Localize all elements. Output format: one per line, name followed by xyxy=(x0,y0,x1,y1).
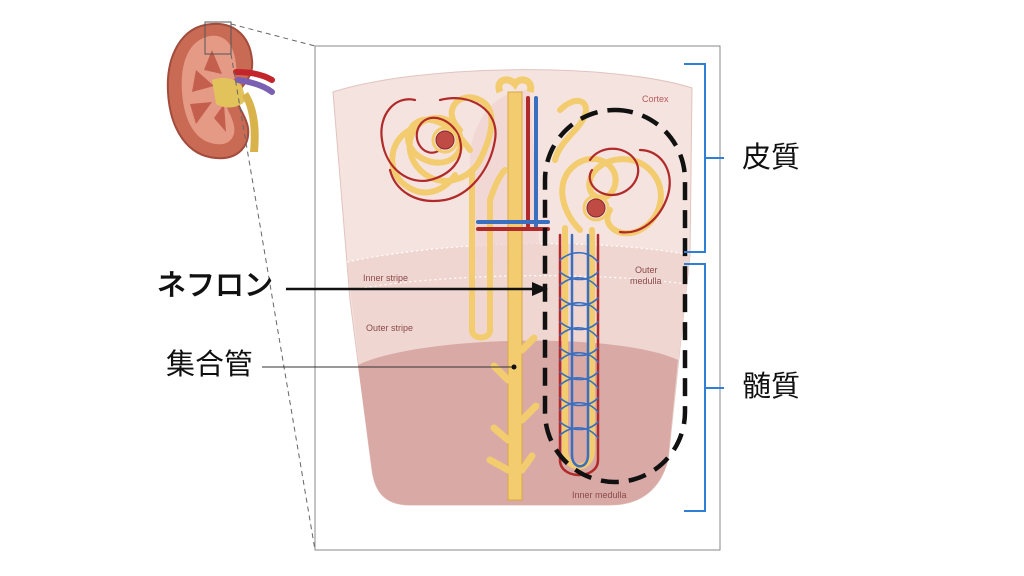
cortex-jp-label: 皮質 xyxy=(742,140,801,174)
cortex-bracket xyxy=(684,63,724,253)
collecting-duct-label: 集合管 xyxy=(166,347,254,381)
inner-medulla-label: Inner medulla xyxy=(572,490,627,500)
left-nephron xyxy=(380,94,508,341)
zoom-line-top xyxy=(230,23,316,47)
collecting-duct xyxy=(486,76,540,501)
vasa-recta-center xyxy=(476,96,550,231)
collecting-duct-leader xyxy=(262,364,517,370)
medulla-jp-label: 髄質 xyxy=(742,369,801,403)
outer-medulla-label-line1: Outer xyxy=(635,265,658,275)
nephron-arrow xyxy=(286,282,548,296)
inner-stripe-label: Inner stripe xyxy=(363,273,408,283)
nephron-highlight-outline xyxy=(542,107,688,485)
zoom-line-bottom xyxy=(230,53,316,551)
nephron-label: ネフロン xyxy=(157,268,274,302)
kidney-thumbnail xyxy=(166,21,275,160)
cortex-zone-label: Cortex xyxy=(642,94,669,104)
right-nephron xyxy=(552,98,671,477)
outer-stripe-label: Outer stripe xyxy=(366,323,413,333)
medulla-bracket xyxy=(684,263,724,512)
outer-medulla-label-line2: medulla xyxy=(630,276,662,286)
